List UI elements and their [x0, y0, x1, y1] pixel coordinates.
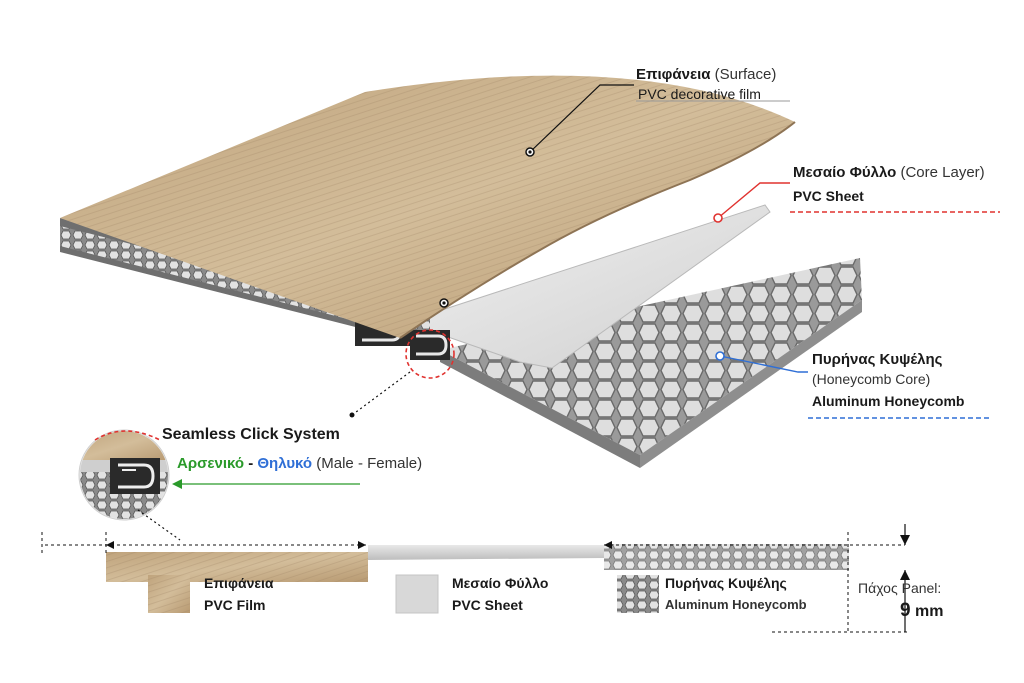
- surface-subtitle: PVC decorative film: [638, 86, 761, 102]
- legend-core-title: Μεσαίο Φύλλο: [452, 575, 549, 591]
- click-female: Θηλυκό: [257, 455, 313, 472]
- honeycomb-subtitle: Aluminum Honeycomb: [812, 393, 965, 409]
- legend-surface-title: Επιφάνεια: [204, 575, 274, 591]
- honeycomb-leader: [715, 351, 990, 419]
- click-male: Αρσενικό: [177, 455, 245, 472]
- core-subtitle: PVC Sheet: [793, 188, 864, 204]
- thickness-unit: mm: [915, 603, 944, 620]
- legend-core-subtitle: PVC Sheet: [452, 597, 523, 613]
- core-callout-title: Μεσαίο Φύλλο (Core Layer): [793, 164, 985, 181]
- click-en: (Male - Female): [316, 455, 423, 472]
- legend-surface-subtitle: PVC Film: [204, 597, 266, 613]
- honeycomb-layer: [440, 258, 862, 468]
- surface-film-layer: [60, 75, 796, 339]
- thickness-label: Πάχος Panel:: [858, 580, 942, 596]
- film-edge-marker: [439, 298, 449, 308]
- core-title-gr: Μεσαίο Φύλλο: [793, 164, 897, 181]
- core-leader: [713, 182, 1000, 223]
- legend-honeycomb-title: Πυρήνας Κυψέλης: [665, 575, 787, 591]
- legend-swatches: [148, 574, 659, 614]
- honeycomb-title-gr: Πυρήνας Κυψέλης: [812, 351, 943, 368]
- legend-honeycomb-subtitle: Aluminum Honeycomb: [665, 597, 807, 612]
- click-system-subtitle: Αρσενικό - Θηλυκό (Male - Female): [177, 455, 422, 472]
- honeycomb-title-en: (Honeycomb Core): [812, 371, 931, 387]
- thickness-readout: 9 mm: [900, 600, 943, 622]
- surface-title-gr: Επιφάνεια: [636, 66, 711, 83]
- click-dash: -: [248, 455, 254, 472]
- swatch-honeycomb: [617, 575, 659, 613]
- click-system-title: Seamless Click System: [162, 426, 340, 443]
- thickness-value: 9: [900, 600, 911, 621]
- surface-leader: [525, 84, 790, 157]
- surface-title-en: (Surface): [714, 66, 777, 83]
- core-sheet-layer: [403, 204, 771, 369]
- click-detail: [78, 329, 455, 541]
- surface-callout-title: Επιφάνεια (Surface): [636, 66, 776, 83]
- swatch-core: [395, 574, 439, 614]
- core-title-en: (Core Layer): [900, 164, 985, 181]
